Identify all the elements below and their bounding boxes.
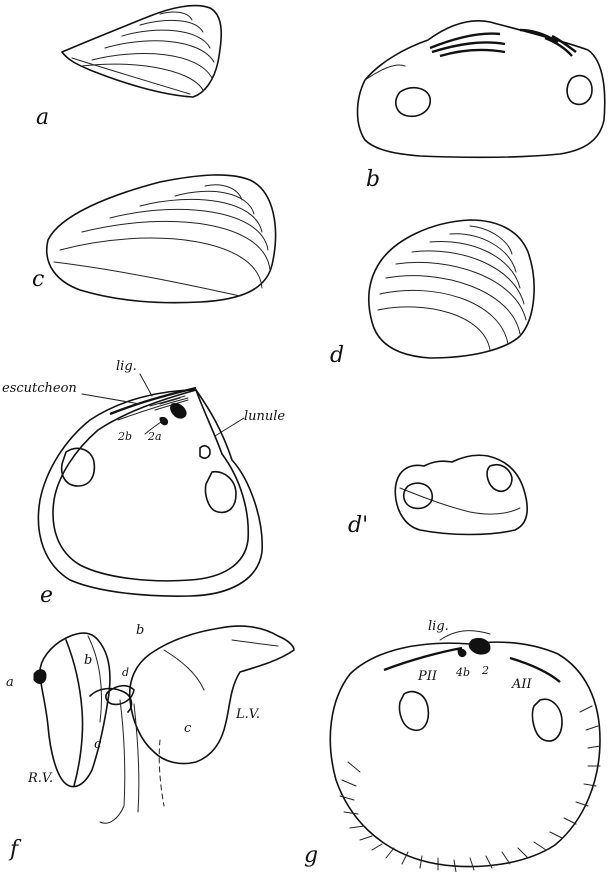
figure-g-label-lig: lig. [428,619,449,634]
figure-label-e: e [40,583,53,608]
figure-label-f: f [8,837,22,862]
figure-label-d: d [330,343,344,368]
figure-e-label-lig: lig. [116,359,137,374]
figure-label-g: g [304,843,318,868]
figure-e-label-2a: 2a [147,430,162,443]
figure-e-lig-pointer [140,374,152,396]
figure-e-label-lunule: lunule [244,409,285,424]
figure-label-c: c [32,267,44,292]
figure-f-label-b-left: b [84,653,92,668]
figure-label-b: b [366,167,380,192]
figure-label-a: a [36,105,49,130]
figure-g-label-p2: PII [417,669,438,684]
figure-e-label-escutcheon: escutcheon [2,381,77,396]
figure-g-label-a2: AII [511,677,533,692]
shell-figure-a [62,6,221,97]
figure-g-label-2: 2 [481,664,489,677]
figure-f-label-b-right: b [136,623,144,638]
figure-e-lunule-pointer [215,418,244,436]
figure-e-label-2b: 2b [117,430,132,443]
figure-f-label-rv: R.V. [27,771,53,786]
figure-f-label-c-right: c [184,721,192,736]
figure-label-d-prime: d' [348,513,368,538]
shell-figure-c [47,175,276,303]
figure-e-escutcheon-pointer [82,394,140,404]
shell-figure-b [358,21,605,158]
shell-figure-d [369,220,534,358]
figure-f-label-d: d [122,666,129,679]
figure-f-label-c-left: c [94,737,102,752]
figure-g-label-4b: 4b [455,666,470,679]
figure-f-label-a: a [6,675,14,690]
shell-figure-e [38,388,262,596]
shell-figure-f [34,626,294,823]
shell-figure-d-prime [395,455,527,534]
figure-f-label-lv: L.V. [235,707,260,722]
